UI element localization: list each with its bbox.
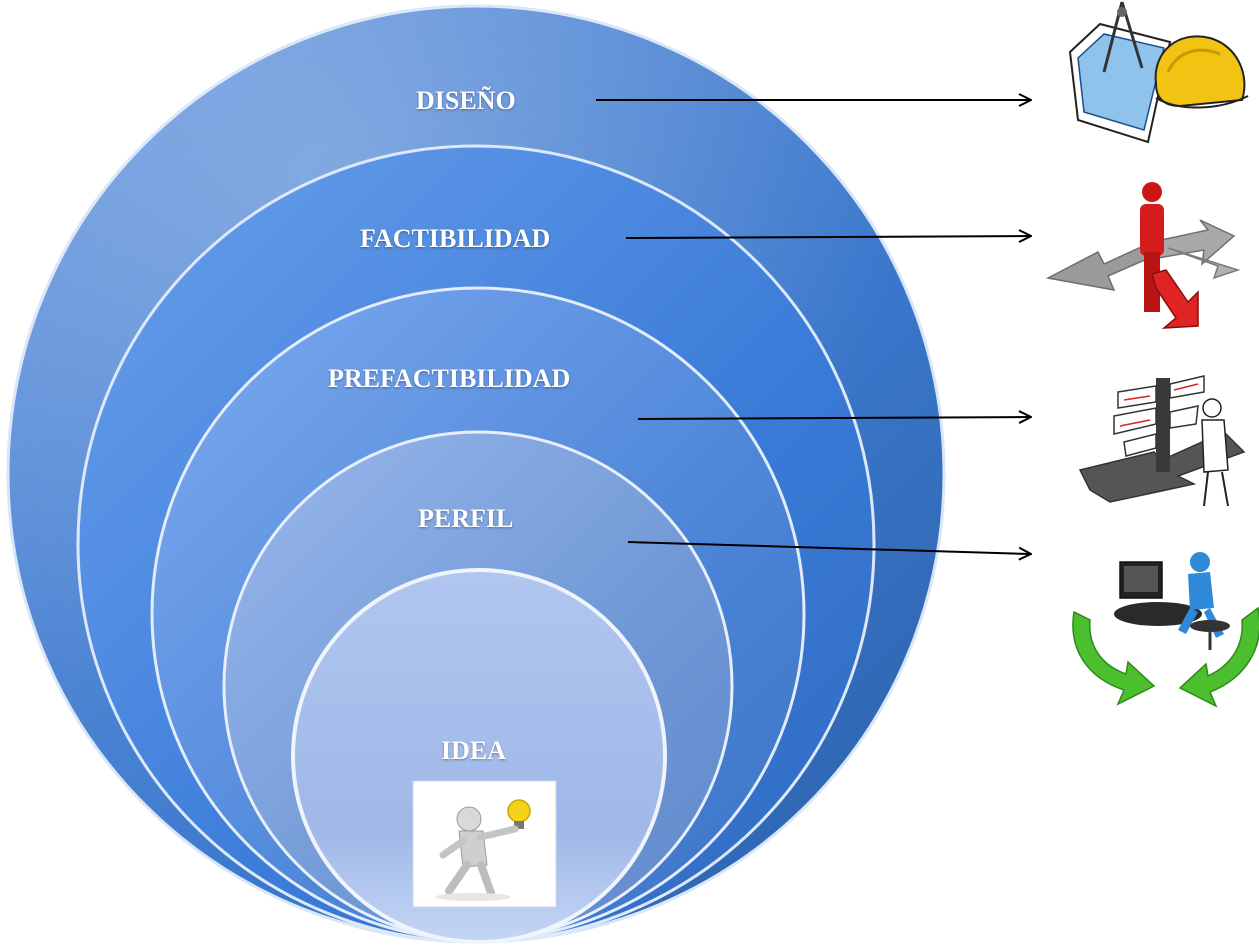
stage-label-diseno: DISEÑO (416, 86, 516, 115)
blueprint-hardhat-icon (1068, 1, 1249, 144)
lightbulb-figure-icon (412, 780, 557, 908)
stage-label-perfil: PERFIL (418, 504, 514, 533)
stage-label-idea: IDEA (441, 736, 507, 765)
computer-workstation-cycle-icon (1072, 552, 1259, 708)
arrow-factibilidad (625, 236, 1030, 238)
stage-label-factibilidad: FACTIBILIDAD (360, 224, 551, 253)
crossroads-figure-icon (1045, 182, 1241, 329)
stage-label-prefactibilidad: PREFACTIBILIDAD (328, 364, 571, 393)
signpost-thinker-icon (1078, 375, 1246, 507)
arrow-prefactibilidad (637, 417, 1030, 419)
circle-idea (291, 568, 667, 944)
arrow-perfil (627, 541, 1030, 554)
